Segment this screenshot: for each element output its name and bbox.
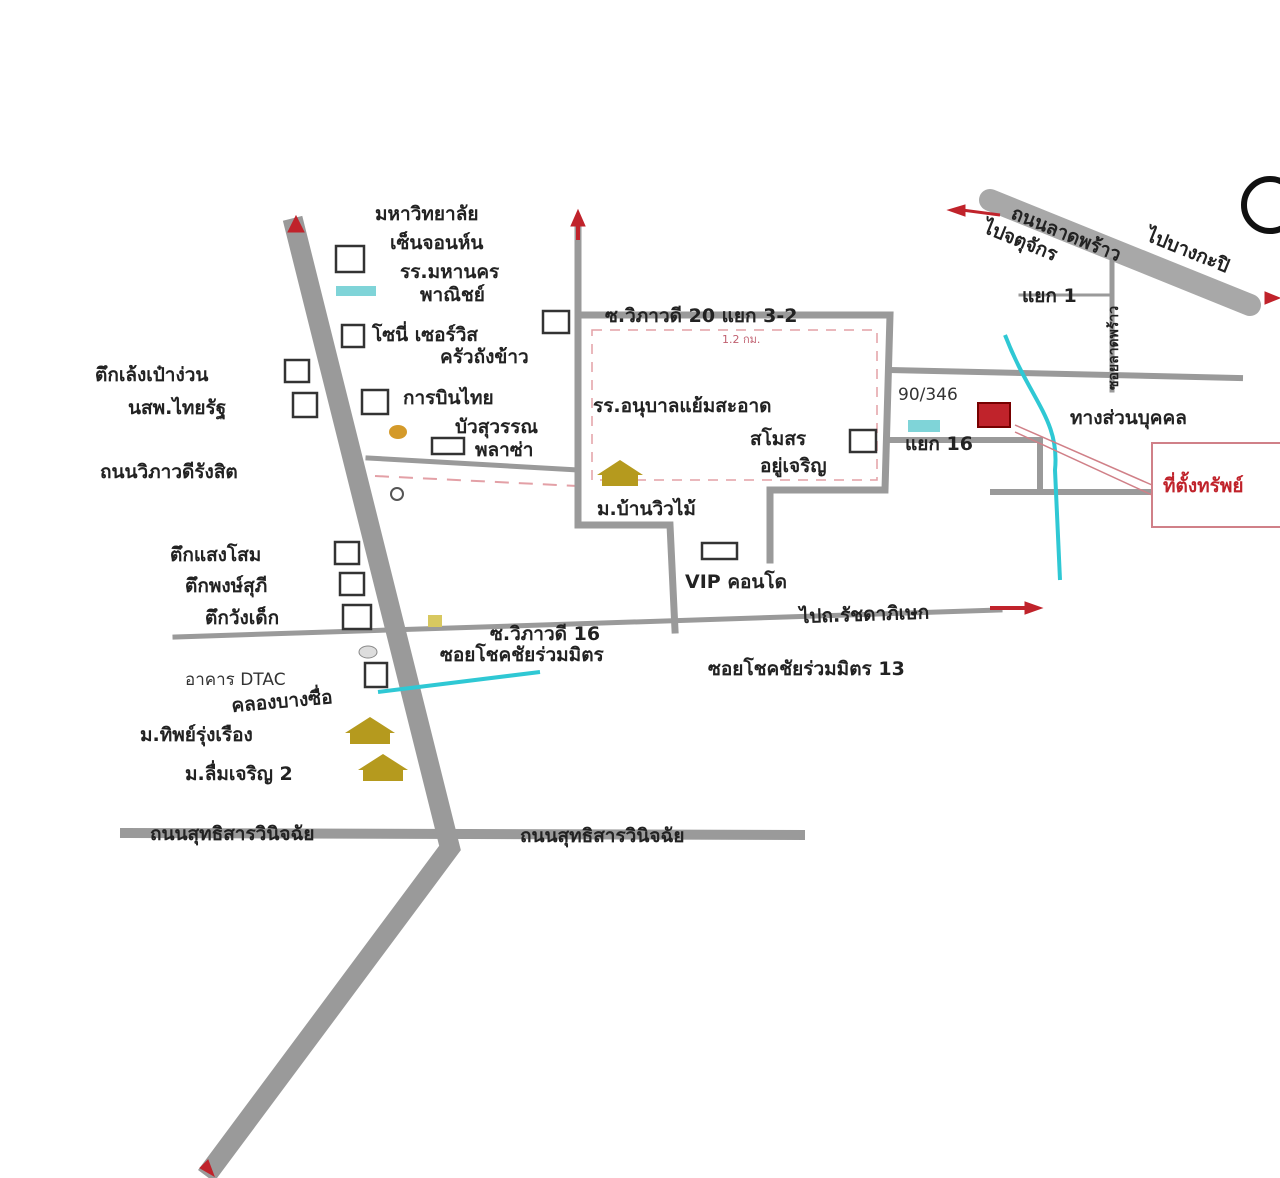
label-chokchai-13: ซอยโชคชัยร่วมมิตร 13: [708, 657, 905, 680]
label-address: 90/346: [898, 385, 958, 405]
label-bua-suwan: บัวสุวรรณ: [455, 416, 538, 439]
north-compass-icon: [1241, 176, 1280, 234]
buildings: [283, 244, 1280, 689]
road-suthisan: [119, 827, 806, 841]
label-vibhavadi: ถนนวิภาวดีรังสิต: [100, 461, 238, 483]
label-tuk-leng: ตึกเล้งเป๋าง่วน: [95, 364, 208, 386]
arrow-up-icon: [570, 208, 586, 227]
label-phongsuphi: ตึกพงษ์สุภี: [185, 575, 267, 598]
label-school-2: พาณิชย์: [420, 284, 485, 306]
house-icon: [358, 754, 408, 781]
label-ban-wiwmai: ม.บ้านวิวไม้: [597, 497, 696, 520]
house-icons: [345, 460, 643, 781]
canal-east: [1003, 334, 1062, 581]
label-saengsom: ตึกแสงโสม: [170, 543, 261, 566]
label-chokchai: ซอยโชคชัยร่วมมิตร: [440, 643, 605, 666]
road-rangsit-branch: [365, 455, 581, 473]
roads: [119, 189, 1261, 1178]
label-samosorn: สโมสร: [750, 427, 807, 450]
label-yaek-1: แยก 1: [1022, 285, 1077, 307]
label-school: รร.มหานคร: [400, 261, 500, 283]
house-icon: [597, 460, 643, 486]
label-luemcharoen: ม.ลื่มเจริญ 2: [185, 760, 293, 785]
label-property-location: ที่ตั้งทรัพย์: [1163, 471, 1244, 497]
label-thairath: นสพ.ไทยรัฐ: [128, 396, 226, 421]
canal-bangsue: [377, 670, 541, 694]
label-yaek-16: แยก 16: [905, 433, 973, 455]
label-thip-rungruang: ม.ทิพย์รุ่งเรือง: [140, 724, 253, 747]
road-lat-phrao: [979, 189, 1261, 316]
road-soi-16: [172, 607, 1003, 640]
label-soi-20: ซ.วิภาวดี 20 แยก 3-2: [605, 305, 797, 327]
direction-arrows: [199, 204, 1280, 1178]
label-suthisan-left: ถนนสุทธิสารวินิจฉัย: [150, 823, 315, 846]
property-label-box: [1151, 442, 1280, 528]
label-university-2: เซ็นจอนห์น: [390, 230, 483, 254]
house-icon: [345, 717, 395, 744]
label-soi-16: ซ.วิภาวดี 16: [490, 623, 600, 645]
label-soi-lat-phrao: ซอยลาดพร้าว: [1106, 306, 1122, 390]
arrow-down-icon: [199, 1159, 215, 1178]
label-suthisan-right: ถนนสุทธิสารวินิจฉัย: [520, 825, 685, 848]
label-private-road: ทางส่วนบุคคล: [1070, 407, 1187, 430]
property-marker: [977, 402, 1011, 428]
university-icon: [334, 244, 366, 274]
label-to-ratchada: ไปถ.รัชดาภิเษก: [797, 600, 929, 628]
road-east: [886, 366, 1244, 382]
label-university: มหาวิทยาลัย: [375, 203, 479, 225]
label-sony: โซนี่ เซอร์วิส: [371, 321, 478, 346]
label-dtac: อาคาร DTAC: [185, 670, 286, 690]
school-icon: [336, 286, 376, 296]
label-sony-2: ครัวถังข้าว: [440, 346, 529, 368]
label-samosorn-2: อยู่เจริญ: [760, 455, 827, 478]
label-thai-airways: การบินไทย: [403, 386, 494, 409]
arrow-up-icon: [287, 214, 305, 233]
arrow-right-icon: [1264, 291, 1280, 305]
label-bua-suwan-2: พลาซ่า: [475, 439, 533, 461]
label-wangdek: ตึกวังเด็ก: [205, 605, 279, 629]
label-anuban: รร.อนุบาลแย้มสะอาด: [593, 395, 772, 418]
road-loop: [574, 224, 679, 634]
label-vip-condo: VIP คอนโด: [685, 570, 787, 593]
label-distance: 1.2 กม.: [722, 333, 760, 346]
